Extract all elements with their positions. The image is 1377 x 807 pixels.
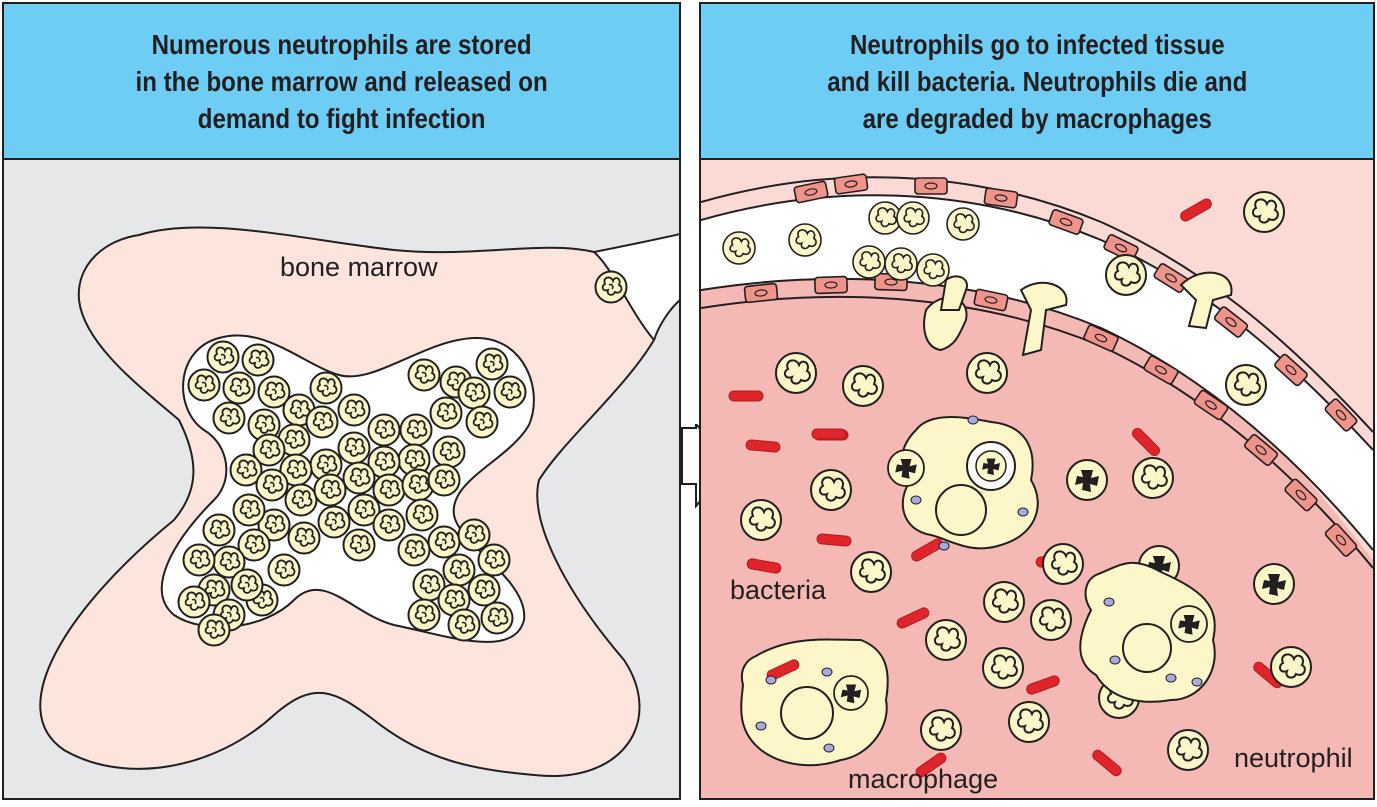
infected-tissue-diagram: bacteria macrophage neutrophil <box>701 173 1373 798</box>
transmigrating-neutrophils <box>923 271 1233 357</box>
neutrophil-label: neutrophil <box>1234 743 1353 773</box>
left-panel: Numerous neutrophils are stored in the b… <box>2 2 681 800</box>
neutrophil-icon <box>594 270 628 304</box>
left-panel-header: Numerous neutrophils are stored in the b… <box>4 4 679 160</box>
macrophage-label: macrophage <box>848 764 998 794</box>
left-panel-title: Numerous neutrophils are stored in the b… <box>135 28 548 134</box>
macrophage-icon <box>740 415 1216 767</box>
bacteria-label: bacteria <box>730 575 827 605</box>
right-panel: Neutrophils go to infected tissue and ki… <box>699 2 1375 800</box>
left-panel-body: bone marrow <box>4 160 679 798</box>
bone-marrow-label: bone marrow <box>280 252 438 282</box>
right-panel-header: Neutrophils go to infected tissue and ki… <box>701 4 1373 160</box>
bone-marrow-diagram: bone marrow <box>39 226 679 778</box>
right-panel-body: bacteria macrophage neutrophil <box>701 160 1373 798</box>
right-panel-title: Neutrophils go to infected tissue and ki… <box>826 28 1248 134</box>
